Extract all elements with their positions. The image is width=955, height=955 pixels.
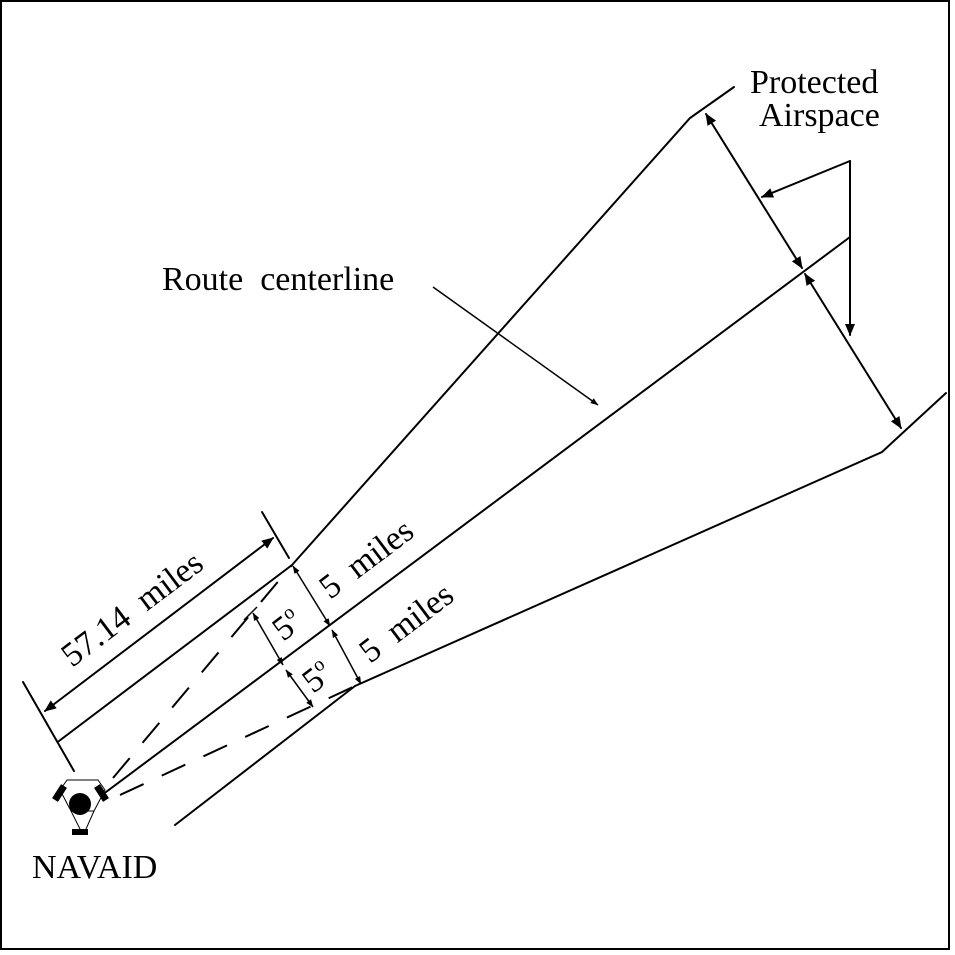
angle-lower-label: 5 o bbox=[296, 653, 332, 700]
angle-tick-upper bbox=[243, 606, 258, 621]
lower-radial-dashed bbox=[119, 685, 356, 796]
centerline-leader-arrow bbox=[432, 286, 599, 406]
upper-boundary-line bbox=[291, 86, 735, 566]
route-centerline-label: Route centerline bbox=[162, 261, 394, 298]
protected-airspace-label-1: Protected bbox=[750, 64, 878, 101]
distance-dimension-arrow bbox=[44, 537, 274, 712]
protected-width-arrow-lower bbox=[804, 273, 902, 429]
route-centerline bbox=[105, 236, 851, 793]
lower-boundary-line bbox=[354, 392, 947, 687]
navaid-label: NAVAID bbox=[32, 849, 157, 886]
protected-width-arrow-upper bbox=[705, 113, 803, 269]
vortac-hexagon-icon bbox=[52, 779, 109, 835]
distance-extension-right bbox=[261, 511, 290, 559]
lower-angle-arrow bbox=[285, 669, 314, 708]
half-width-upper-label: 5 miles bbox=[313, 512, 421, 606]
lower-width-arrow bbox=[331, 629, 362, 685]
distance-extension-left bbox=[22, 681, 75, 772]
upper-width-arrow bbox=[292, 565, 331, 627]
half-width-lower-label: 5 miles bbox=[353, 576, 461, 670]
lower-parallel-line bbox=[174, 685, 356, 826]
upper-angle-arrow bbox=[252, 612, 284, 666]
protected-airspace-label-2: Airspace bbox=[759, 97, 880, 134]
protected-leader-diagonal bbox=[761, 160, 851, 198]
angle-upper-label: 5 o bbox=[266, 601, 302, 648]
distance-label: 57.14 miles bbox=[55, 544, 211, 674]
